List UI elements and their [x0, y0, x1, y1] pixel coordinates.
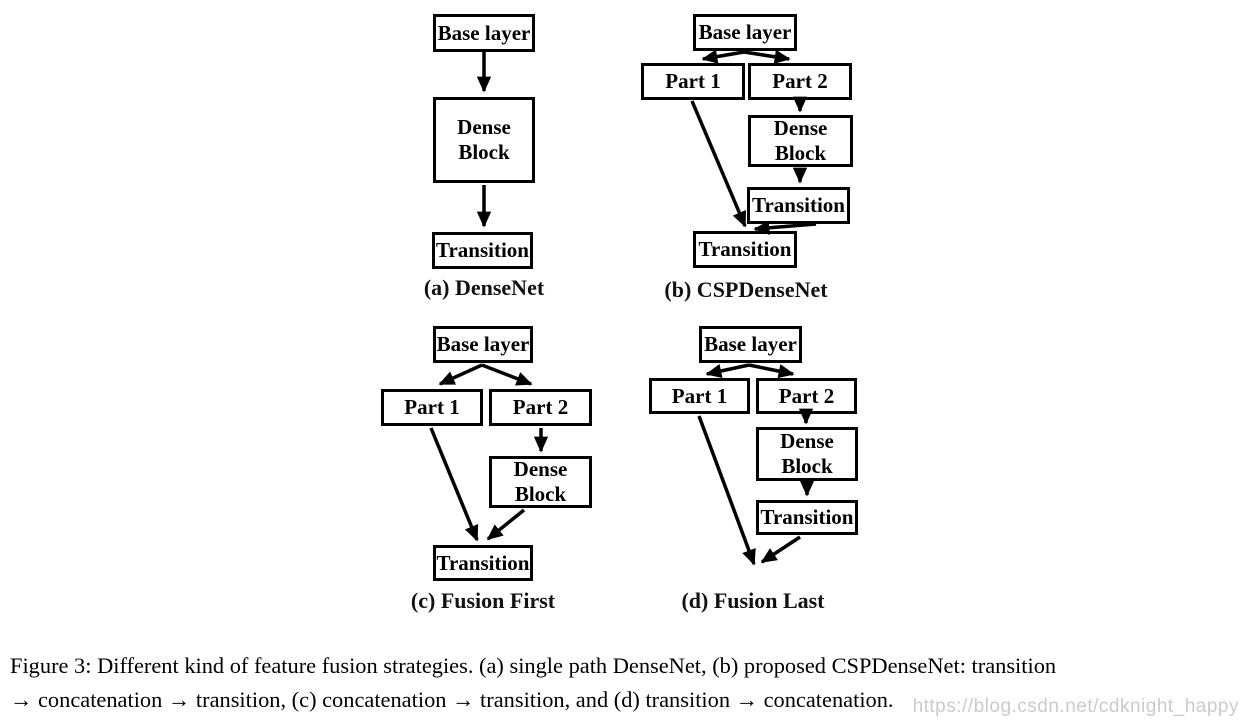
diagram-c-part2-label: Part 2: [512, 395, 569, 420]
diagram-c-dense-block-label: Dense Block: [513, 457, 568, 506]
diagram-a-dense-block-label: Dense Block: [457, 115, 511, 164]
arrow-b-transition1-to-transition2: [753, 220, 817, 235]
diagram-a-base-layer-label: Base layer: [437, 20, 531, 45]
diagram-d-part1-label: Part 1: [671, 383, 728, 408]
diagram-d-part2-label: Part 2: [778, 383, 835, 408]
diagram-d-transition-box: Transition: [756, 500, 858, 535]
diagram-c-caption: (c) Fusion First: [410, 588, 556, 613]
diagram-d-part1-box: Part 1: [649, 378, 750, 414]
diagram-c-part2-box: Part 2: [489, 389, 592, 426]
diagram-b-base-layer-box: Base layer: [693, 14, 797, 51]
arrow-b-base-to-part1: [701, 49, 745, 64]
diagram-a-transition-label: Transition: [436, 238, 529, 263]
diagram-c-part1-box: Part 1: [381, 389, 483, 426]
figure-caption-line2: → concatenation → transition, (c) concat…: [10, 686, 894, 712]
diagram-c-base-layer-box: Base layer: [433, 326, 533, 363]
arrow-d-base-to-part1: [705, 363, 750, 379]
diagram-a-caption: (a) DenseNet: [423, 275, 545, 300]
arrow-d-part1-to-fusion-point: [697, 415, 756, 566]
arrow-c-part1-to-transition: [429, 427, 479, 542]
arrow-d-base-to-part2: [748, 363, 795, 379]
diagram-a-dense-block-box: Dense Block: [433, 97, 535, 183]
diagram-d-base-layer-label: Base layer: [704, 332, 797, 357]
diagram-a-transition-box: Transition: [432, 232, 533, 269]
figure-caption: Figure 3: Different kind of feature fusi…: [10, 649, 1242, 716]
arrow-c-base-to-part2: [481, 363, 533, 386]
figure-caption-line1: Figure 3: Different kind of feature fusi…: [10, 653, 1057, 678]
diagram-c-transition-label: Transition: [436, 550, 530, 575]
diagram-b-part1-label: Part 1: [665, 69, 721, 94]
arrows-layer: [429, 49, 817, 566]
arrow-d-transition-to-fusion-point: [760, 535, 801, 564]
diagram-c-base-layer-label: Base layer: [436, 332, 530, 357]
diagram-b-base-layer-label: Base layer: [698, 20, 792, 45]
arrow-b-part1-to-transition2: [690, 100, 747, 228]
arrow-b-base-to-part2: [743, 49, 791, 64]
diagram-a-base-layer-box: Base layer: [433, 14, 535, 52]
diagram-b-transition2-label: Transition: [698, 237, 792, 262]
diagram-b-part2-label: Part 2: [772, 69, 828, 94]
diagram-c-part1-label: Part 1: [404, 395, 460, 420]
watermark: https://blog.csdn.net/cdknight_happy: [912, 696, 1239, 717]
diagram-c-transition-box: Transition: [433, 545, 533, 581]
arrow-c-dense-to-transition: [486, 508, 526, 541]
diagram-b-dense-block-box: Dense Block: [748, 115, 853, 167]
diagram-b-caption: (b) CSPDenseNet: [664, 277, 828, 302]
diagram-d-dense-block-label: Dense Block: [780, 429, 834, 478]
diagram-d-transition-label: Transition: [760, 505, 854, 530]
diagram-b-transition2-box: Transition: [693, 231, 797, 268]
diagram-b-part2-box: Part 2: [748, 63, 852, 100]
diagram-b-part1-box: Part 1: [641, 63, 745, 100]
diagram-c-dense-block-box: Dense Block: [489, 456, 592, 508]
diagram-d-part2-box: Part 2: [756, 378, 857, 414]
diagram-d-caption: (d) Fusion Last: [681, 588, 825, 613]
diagram-d-base-layer-box: Base layer: [699, 326, 802, 363]
diagram-b-dense-block-label: Dense Block: [773, 116, 828, 165]
diagram-d-dense-block-box: Dense Block: [756, 427, 858, 481]
diagram-b-transition1-label: Transition: [752, 193, 845, 218]
diagram-b-transition1-box: Transition: [747, 187, 850, 224]
arrow-c-base-to-part1: [438, 363, 483, 386]
